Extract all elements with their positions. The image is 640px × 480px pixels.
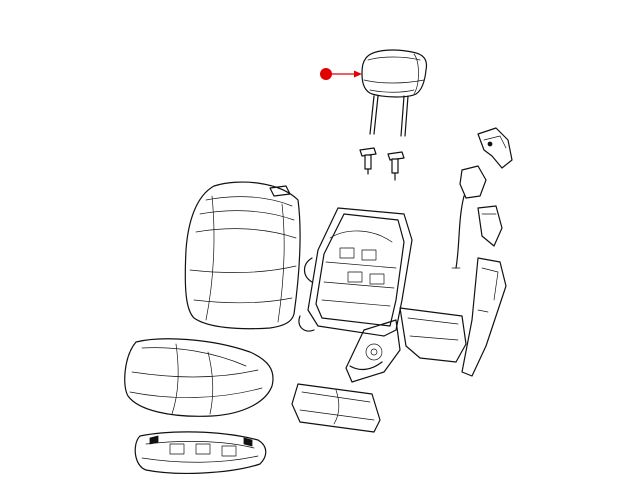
seat-back-frame[interactable] bbox=[298, 207, 413, 383]
headrest-callout[interactable] bbox=[320, 68, 362, 80]
seat-cushion[interactable] bbox=[124, 338, 274, 417]
rear-trim-panel[interactable] bbox=[291, 383, 381, 433]
recliner-handle-bracket[interactable] bbox=[477, 127, 513, 169]
callout-dot[interactable] bbox=[320, 68, 332, 80]
headrest-guide-sleeves[interactable] bbox=[359, 147, 405, 181]
recliner-cable-assembly[interactable] bbox=[451, 165, 503, 269]
callout-arrowhead bbox=[354, 70, 362, 78]
seat-cushion-pan[interactable] bbox=[134, 431, 267, 474]
side-shield[interactable] bbox=[399, 257, 507, 377]
headrest[interactable] bbox=[361, 49, 428, 137]
seat-back-cushion[interactable] bbox=[184, 181, 301, 330]
